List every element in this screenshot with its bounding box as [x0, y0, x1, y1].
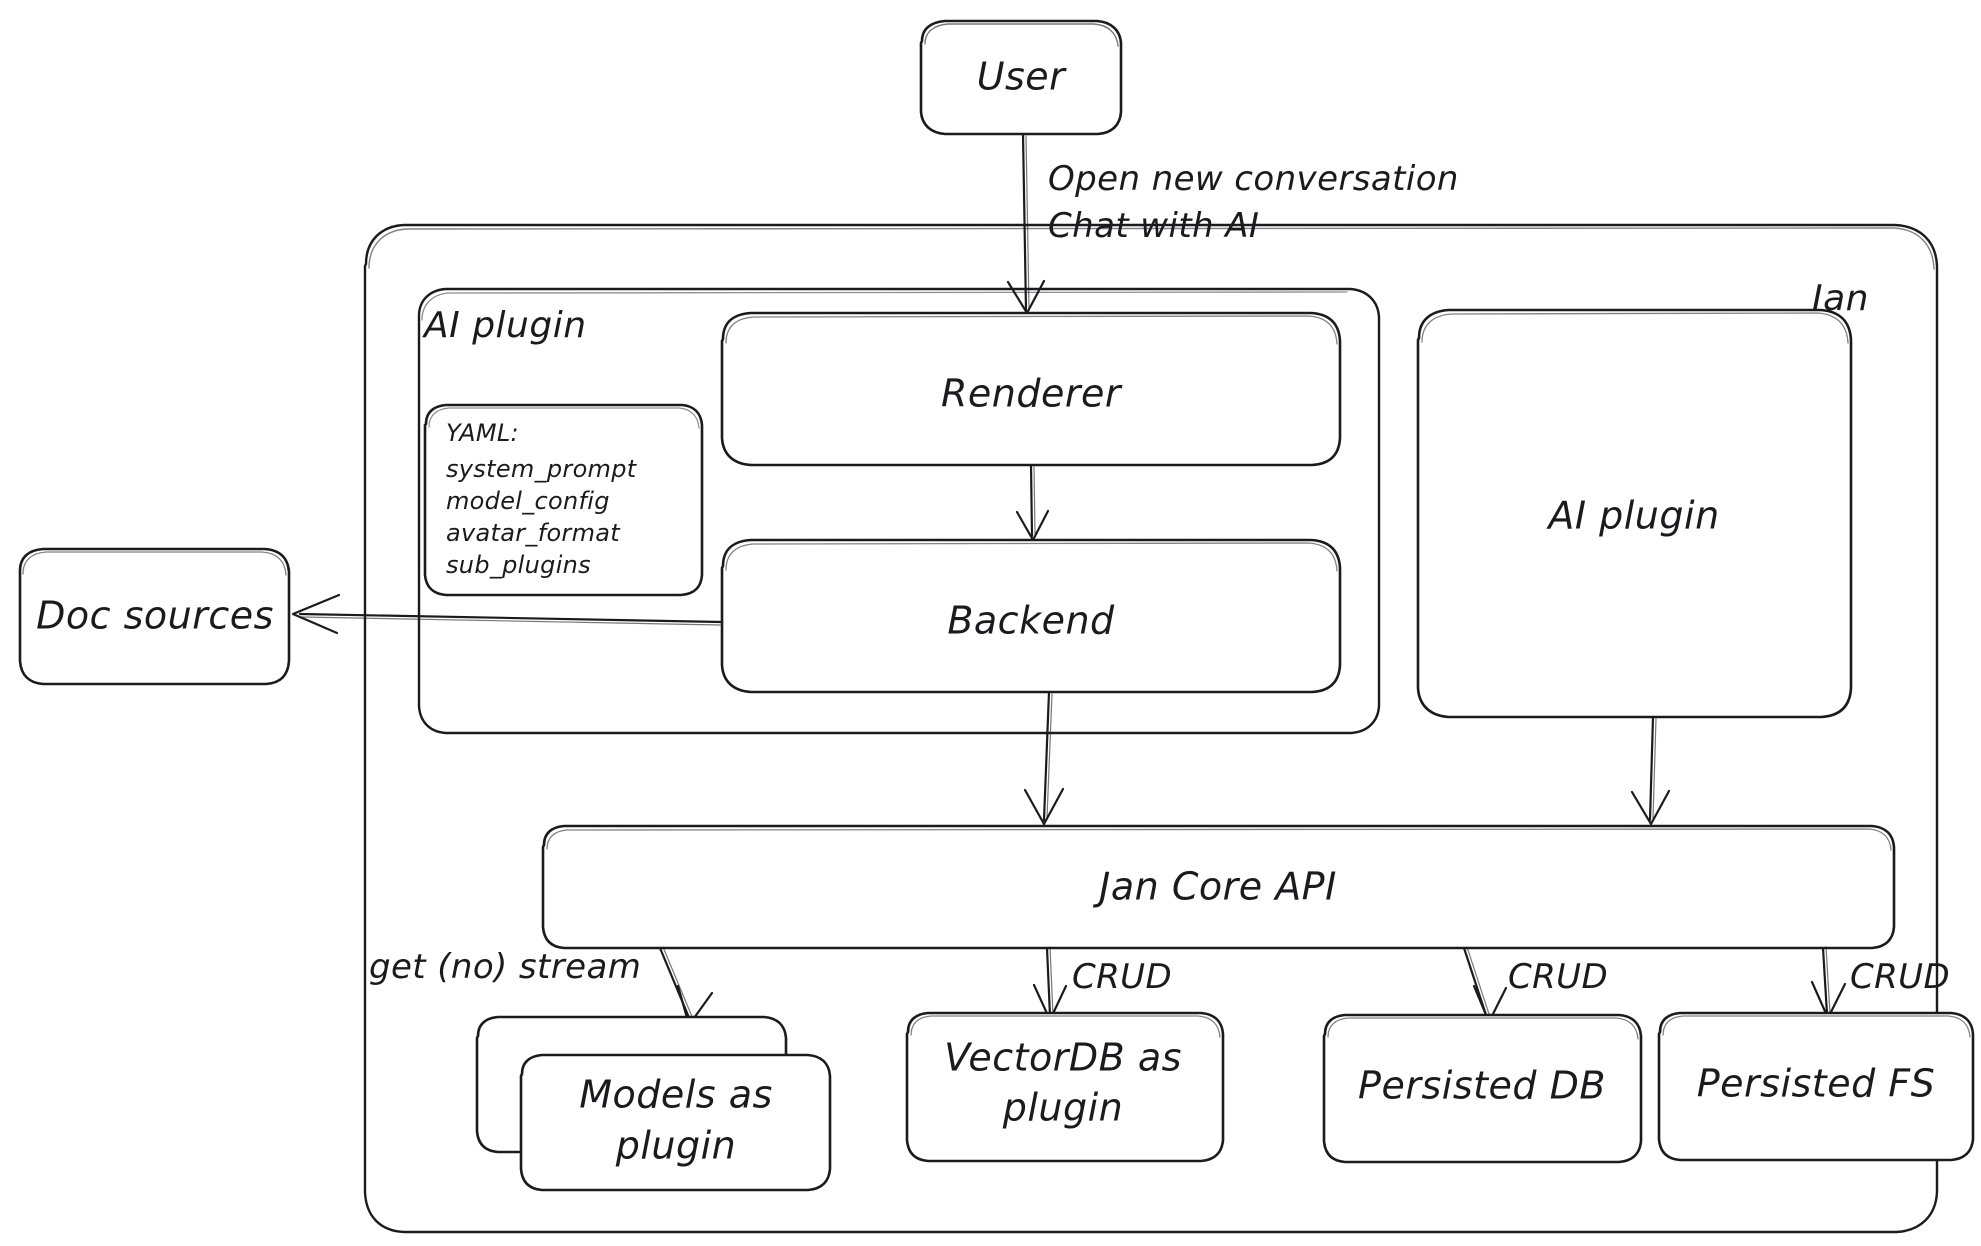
container-ai-plugin-group: AI plugin	[417, 287, 1381, 735]
edge-renderer-to-backend	[1015, 463, 1050, 542]
edge-backend-to-doc-sources	[291, 593, 724, 635]
edge-label-crud-persisted-fs: CRUD	[1850, 957, 1950, 997]
node-vectordb-as-plugin[interactable]: VectorDB as plugin	[905, 1011, 1225, 1163]
edge-user-to-renderer: Open new conversation Chat with AI	[1006, 132, 1459, 315]
node-ai-plugin-label: AI plugin	[1545, 494, 1719, 538]
card-yaml-item-1: model_config	[446, 487, 610, 515]
node-models-as-plugin[interactable]: Models as plugin	[475, 1015, 832, 1192]
node-jan-core-api-label: Jan Core API	[1092, 865, 1337, 909]
edge-label-crud-vectordb: CRUD	[1072, 957, 1172, 997]
edge-label-chat-with-ai: Chat with AI	[1048, 206, 1259, 246]
node-persisted-fs-label: Persisted FS	[1697, 1062, 1936, 1106]
edge-core-api-to-models: get (no) stream	[369, 946, 714, 1027]
card-yaml-item-0: system_prompt	[446, 455, 638, 483]
node-models-as-plugin-label-line2: plugin	[615, 1124, 737, 1168]
node-persisted-fs[interactable]: Persisted FS	[1657, 1011, 1975, 1162]
node-persisted-db[interactable]: Persisted DB	[1322, 1013, 1643, 1164]
node-backend-label: Backend	[947, 599, 1115, 643]
node-models-as-plugin-label-line1: Models as	[579, 1073, 773, 1117]
edge-label-crud-persisted-db: CRUD	[1508, 957, 1608, 997]
edge-core-api-to-vectordb: CRUD	[1032, 946, 1172, 1022]
node-vectordb-as-plugin-label-line1: VectorDB as	[944, 1036, 1182, 1080]
card-yaml-config: YAML: system_prompt model_config avatar_…	[423, 403, 704, 597]
node-persisted-db-label: Persisted DB	[1358, 1064, 1606, 1108]
node-doc-sources[interactable]: Doc sources	[18, 547, 291, 686]
node-renderer-label: Renderer	[941, 372, 1123, 416]
edge-core-api-to-persisted-fs: CRUD	[1810, 946, 1950, 1020]
card-yaml-item-2: avatar_format	[446, 519, 621, 547]
edge-ai-plugin-to-core-api	[1630, 715, 1671, 826]
card-yaml-item-3: sub_plugins	[446, 551, 591, 579]
card-yaml-heading: YAML:	[446, 419, 519, 447]
edge-core-api-to-persisted-db: CRUD	[1462, 946, 1608, 1024]
container-jan: Jan	[363, 223, 1939, 1234]
node-vectordb-as-plugin-label-line2: plugin	[1002, 1086, 1124, 1130]
edge-label-get-no-stream: get (no) stream	[369, 947, 641, 987]
edge-backend-to-core-api	[1023, 690, 1065, 826]
node-user[interactable]: User	[919, 19, 1123, 136]
node-backend[interactable]: Backend	[720, 538, 1342, 694]
node-doc-sources-label: Doc sources	[36, 594, 274, 638]
edge-label-open-conversation: Open new conversation	[1048, 159, 1459, 199]
node-ai-plugin[interactable]: AI plugin	[1416, 308, 1853, 719]
container-ai-plugin-group-label: AI plugin	[422, 305, 587, 346]
node-jan-core-api[interactable]: Jan Core API	[541, 824, 1896, 950]
node-user-label: User	[977, 55, 1067, 99]
node-renderer[interactable]: Renderer	[720, 311, 1342, 467]
